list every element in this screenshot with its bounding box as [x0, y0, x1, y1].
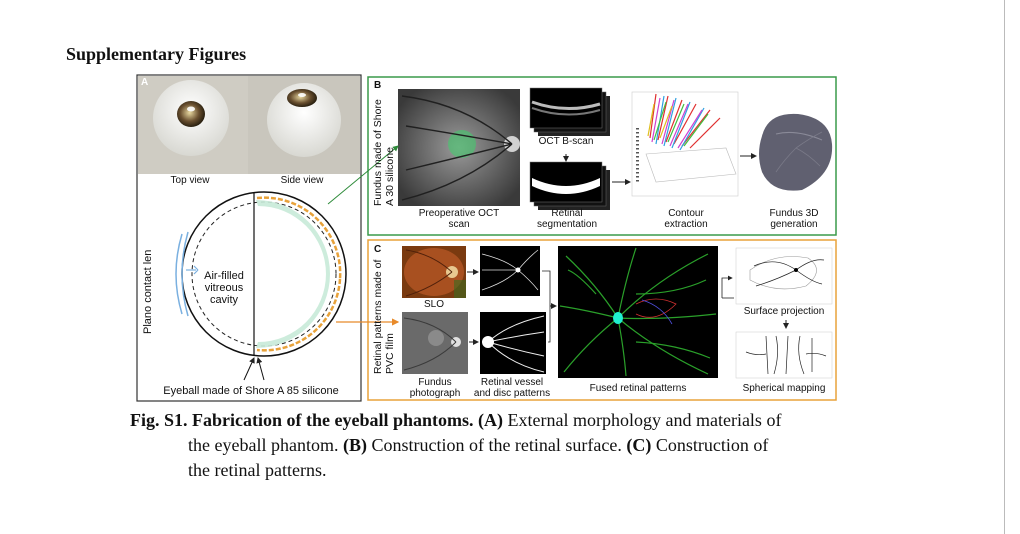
slo-label: SLO — [423, 299, 444, 310]
figure-caption: Fig. S1. Fabrication of the eyeball phan… — [130, 408, 860, 483]
side-view-label: Side view — [280, 175, 324, 186]
vitreous-label: Air-filled vitreous cavity — [204, 270, 244, 306]
panel-b-letter: B — [374, 80, 382, 91]
panel-a-letter: A — [141, 77, 149, 88]
surface-projection-label: Surface projection — [743, 306, 825, 317]
spherical-mapping-label: Spherical mapping — [742, 383, 826, 394]
fundus-3d-label: Fundus 3D generation — [769, 208, 819, 230]
panel-c-letter: C — [374, 244, 382, 255]
spherical-mapping-plot — [735, 331, 833, 379]
caption-a-text: External morphology and materials of — [503, 410, 782, 430]
fused-pattern-label: Fused retinal patterns — [589, 383, 687, 394]
caption-c-text2: the retinal patterns. — [188, 460, 327, 480]
panel-b — [367, 76, 837, 236]
section-heading: Supplementary Figures — [66, 44, 247, 64]
panel-a — [136, 74, 362, 402]
caption-b-tag: (B) — [342, 435, 367, 455]
caption-fig-label: Fig. S1. Fabrication of the eyeball phan… — [130, 410, 474, 430]
fundus-photo-label: Fundus photograph — [409, 377, 461, 399]
contact-lens-label: Plano contact len — [142, 249, 154, 334]
surface-projection-plot — [735, 247, 833, 305]
caption-c-text: Construction of — [651, 435, 769, 455]
figure-s1: A Top view Side view Air-filled vitreous… — [136, 74, 842, 404]
panel-c — [367, 239, 837, 401]
vessel-pattern-label: Retinal vessel and disc patterns — [473, 377, 551, 399]
caption-a-text2: the eyeball phantom. — [188, 435, 343, 455]
panel-c-side-label: Retinal patterns made of PVC film — [372, 259, 396, 374]
contour-plot — [631, 91, 739, 197]
caption-c-tag: (C) — [626, 435, 652, 455]
segmentation-label: Retinal segmentation — [536, 208, 598, 230]
page-margin-line — [1004, 0, 1005, 534]
contour-label: Contour extraction — [664, 208, 708, 230]
oct-scan-label: Preoperative OCT scan — [418, 208, 500, 230]
top-view-label: Top view — [170, 175, 210, 186]
caption-b-text: Construction of the retinal surface. — [366, 435, 627, 455]
caption-a-tag: (A) — [478, 410, 504, 430]
figure-graphics — [136, 74, 837, 402]
bscan-label: OCT B-scan — [538, 136, 594, 147]
panel-b-side-label: Fundus made of Shore A 30 silicone — [372, 99, 396, 206]
eyeball-material-label: Eyeball made of Shore A 85 silicone — [163, 385, 339, 397]
